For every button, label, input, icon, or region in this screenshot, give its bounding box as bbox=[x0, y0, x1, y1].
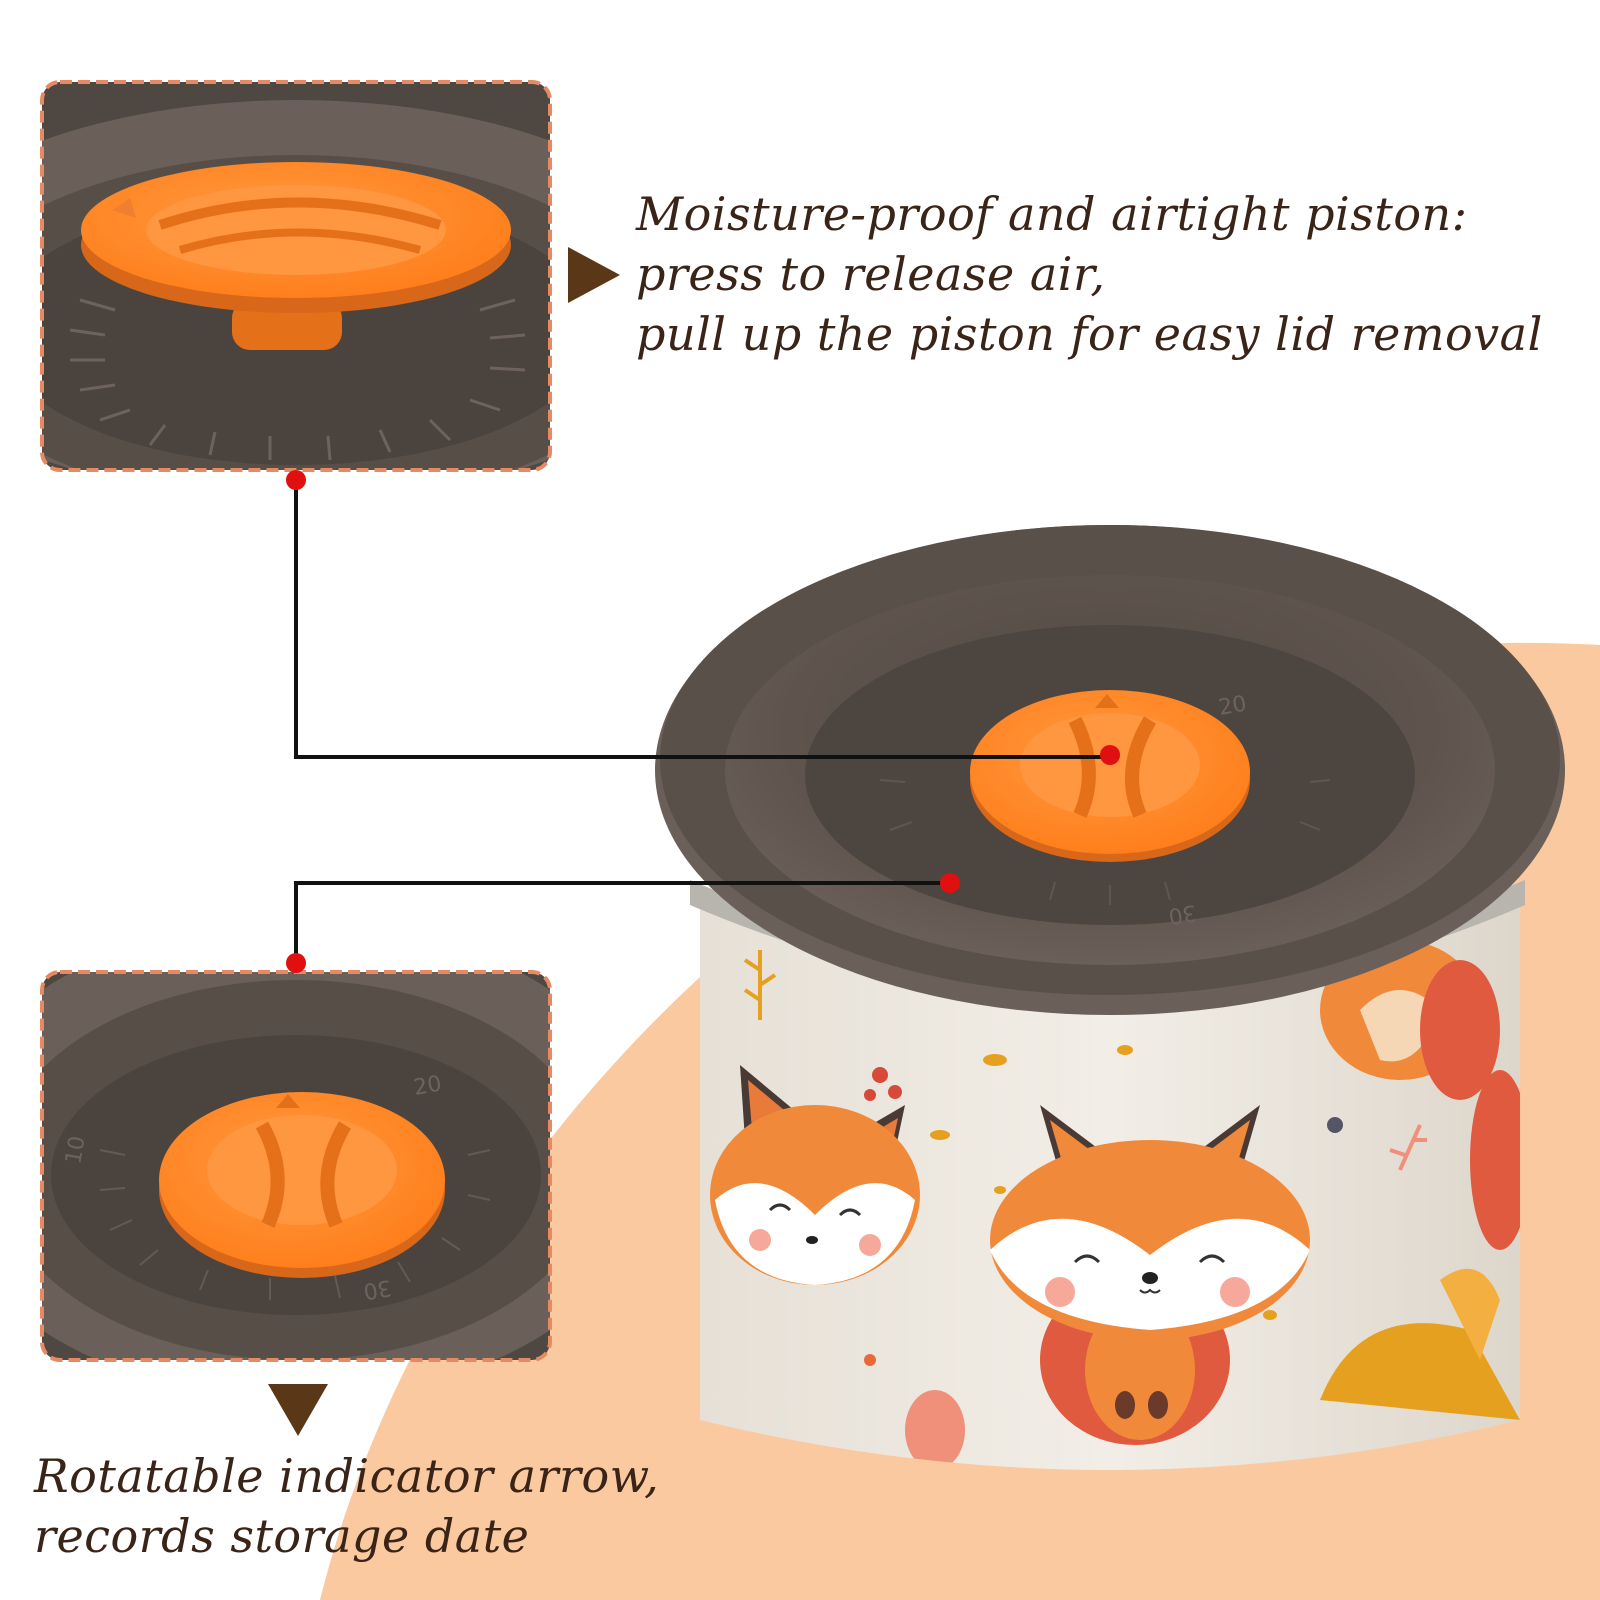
indicator-caption-line-1: Rotatable indicator arrow, bbox=[34, 1449, 660, 1503]
lid-dial-ticks bbox=[879, 779, 1331, 905]
leaf-decorations bbox=[743, 950, 1427, 1470]
triangle-down-icon bbox=[268, 1384, 328, 1436]
main-piston bbox=[970, 690, 1250, 862]
piston-caption-line-2: press to release air, bbox=[636, 247, 1106, 301]
connector-lines bbox=[286, 470, 1120, 973]
indicator-dial-number-10: 10 bbox=[61, 1134, 90, 1166]
callout-dot-bottom bbox=[286, 953, 306, 973]
indicator-caption-line-2: records storage date bbox=[34, 1509, 530, 1563]
callout-piston-closeup bbox=[40, 80, 552, 472]
fox-pattern bbox=[710, 940, 1520, 1470]
lid-dial-number-20: 20 bbox=[1217, 691, 1249, 720]
callout-indicator-closeup: 20 10 30 bbox=[40, 970, 552, 1362]
indicator-dial-number-30: 30 bbox=[361, 1274, 393, 1303]
callout-dot-piston bbox=[1100, 745, 1120, 765]
lid-dial-number-30: 30 bbox=[1166, 899, 1198, 928]
connector-line-indicator bbox=[294, 881, 950, 963]
container-product: 20 30 bbox=[655, 525, 1565, 1470]
callout-dot-top bbox=[286, 470, 306, 490]
indicator-dial-number-20: 20 bbox=[412, 1071, 444, 1100]
triangle-right-icon bbox=[568, 247, 620, 303]
fox-right-partial bbox=[1320, 940, 1520, 1420]
piston-caption: Moisture-proof and airtight piston: pres… bbox=[636, 184, 1543, 364]
piston-caption-line-3: pull up the piston for easy lid removal bbox=[636, 307, 1543, 361]
fox-center-illustration bbox=[990, 1105, 1310, 1445]
fox-left-illustration bbox=[710, 1065, 920, 1285]
connector-line-piston bbox=[294, 480, 1110, 759]
piston-caption-line-1: Moisture-proof and airtight piston: bbox=[636, 187, 1468, 241]
callout-dot-dial bbox=[940, 873, 960, 893]
indicator-caption: Rotatable indicator arrow, records stora… bbox=[34, 1446, 659, 1566]
